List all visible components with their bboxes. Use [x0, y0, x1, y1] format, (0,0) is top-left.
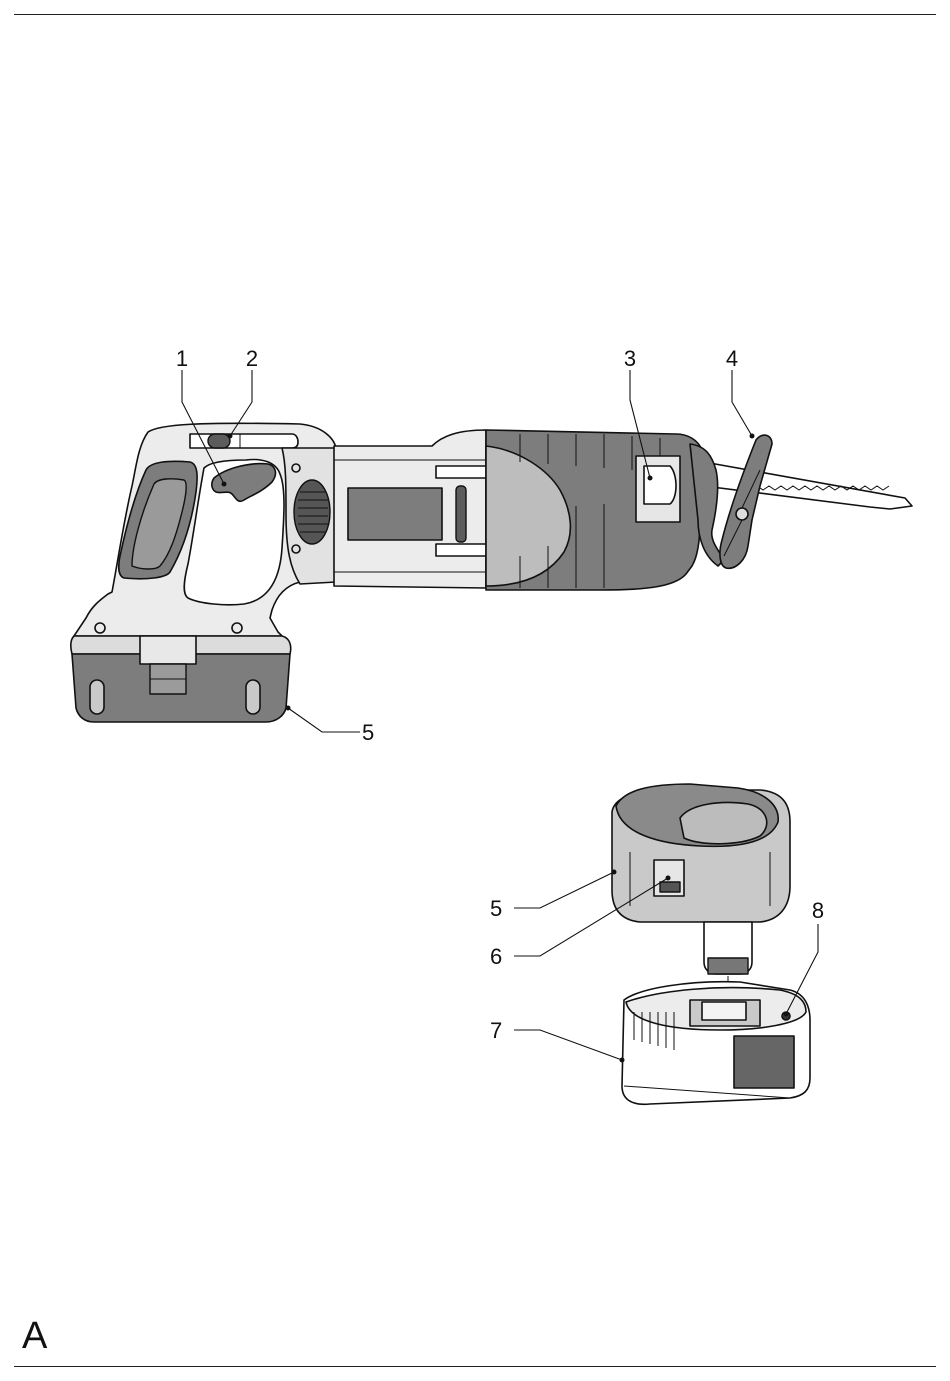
bottom-rule [14, 1366, 936, 1367]
figure-letter: A [22, 1316, 47, 1356]
lock-off-button [208, 434, 230, 448]
reciprocating-saw [71, 423, 912, 722]
callout-4: 4 [726, 346, 738, 371]
callout-7: 7 [490, 1018, 502, 1043]
callout-8: 8 [812, 898, 824, 923]
callout-6: 6 [490, 944, 502, 969]
callout-3: 3 [624, 346, 636, 371]
battery-and-charger [612, 784, 810, 1104]
callout-1: 1 [176, 346, 188, 371]
callout-2: 2 [246, 346, 258, 371]
callout-5-saw: 5 [362, 720, 374, 745]
callout-5-charger: 5 [490, 896, 502, 921]
